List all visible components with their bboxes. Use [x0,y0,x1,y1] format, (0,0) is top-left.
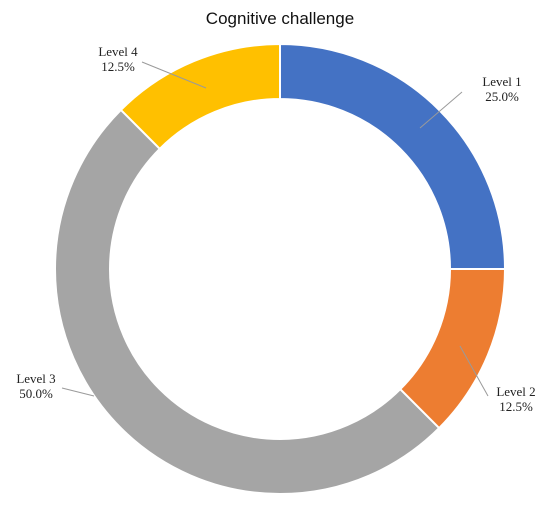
slices-group [54,42,507,495]
leader-line-3 [61,387,95,397]
slice-level-4 [119,42,281,151]
slice-category-label: Level 3 [16,371,55,386]
slice-level-1 [279,42,507,270]
leader-line-2 [459,345,489,397]
slice-category-label: Level 2 [496,384,535,399]
slice-labels-group: Level 125.0%Level 212.5%Level 350.0%Leve… [16,44,535,414]
slice-category-label: Level 4 [98,44,138,59]
slice-value-label: 12.5% [499,399,533,414]
slice-category-label: Level 1 [482,74,521,89]
slice-level-3 [54,108,441,495]
slice-value-label: 12.5% [101,59,135,74]
leader-line-1 [419,91,463,129]
chart-title: Cognitive challenge [206,9,354,28]
slice-value-label: 50.0% [19,386,53,401]
leader-lines-group [61,61,489,397]
slice-value-label: 25.0% [485,89,519,104]
leader-line-4 [141,61,207,89]
